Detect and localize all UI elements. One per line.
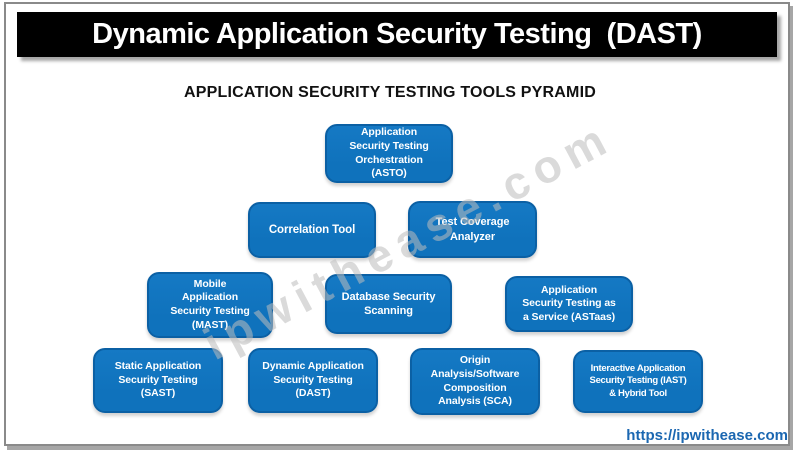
- box-dast-label: Dynamic Application Security Testing (DA…: [262, 360, 364, 400]
- footer-link[interactable]: https://ipwithease.com: [626, 427, 788, 444]
- box-test-coverage-analyzer-label: Test Coverage Analyzer: [435, 216, 510, 243]
- box-mast-label: Mobile Application Security Testing (MAS…: [170, 277, 250, 331]
- box-astaas: Application Security Testing as a Servic…: [505, 276, 633, 332]
- box-iast-label: Interactive Application Security Testing…: [589, 362, 687, 399]
- title-bar: Dynamic Application Security Testing (DA…: [17, 12, 777, 57]
- box-astaas-label: Application Security Testing as a Servic…: [522, 283, 616, 323]
- box-sast: Static Application Security Testing (SAS…: [93, 348, 223, 413]
- box-database-security-scanning: Database Security Scanning: [325, 274, 452, 334]
- box-sca: Origin Analysis/Software Composition Ana…: [410, 348, 540, 415]
- box-mast: Mobile Application Security Testing (MAS…: [147, 272, 273, 338]
- box-sca-label: Origin Analysis/Software Composition Ana…: [430, 354, 520, 408]
- box-asto: Application Security Testing Orchestrati…: [325, 124, 453, 183]
- page-title: Dynamic Application Security Testing (DA…: [92, 18, 702, 50]
- box-test-coverage-analyzer: Test Coverage Analyzer: [408, 201, 537, 258]
- box-database-security-scanning-label: Database Security Scanning: [341, 290, 436, 317]
- box-correlation-tool-label: Correlation Tool: [268, 223, 356, 236]
- pyramid-heading: APPLICATION SECURITY TESTING TOOLS PYRAM…: [184, 84, 596, 101]
- box-sast-label: Static Application Security Testing (SAS…: [114, 360, 202, 400]
- box-correlation-tool: Correlation Tool: [248, 202, 376, 258]
- box-iast: Interactive Application Security Testing…: [573, 350, 703, 413]
- box-asto-label: Application Security Testing Orchestrati…: [349, 126, 429, 180]
- box-dast: Dynamic Application Security Testing (DA…: [248, 348, 378, 413]
